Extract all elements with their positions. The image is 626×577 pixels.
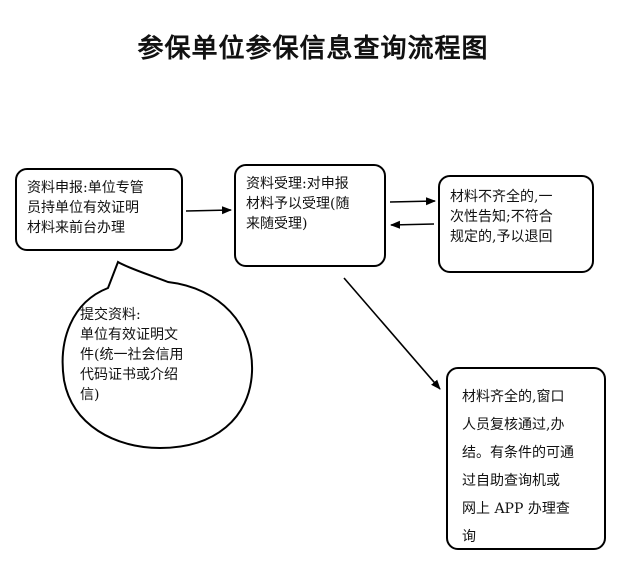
arrow-accept-to-incomplete	[389, 197, 436, 206]
step-complete-line: 过自助查询机或	[462, 473, 560, 489]
step-incomplete-line: 次性告知;不符合	[450, 209, 553, 225]
step-complete-line: 网上 APP 办理查	[462, 501, 570, 517]
note-line: 信)	[80, 387, 100, 403]
step-apply-box: 资料申报:单位专管 员持单位有效证明 材料来前台办理	[15, 168, 183, 251]
step-complete-line: 询	[462, 529, 476, 545]
step-apply-line: 资料申报:单位专管	[27, 180, 144, 196]
arrow-apply-to-accept	[185, 206, 232, 215]
page-title: 参保单位参保信息查询流程图	[137, 34, 489, 64]
step-complete-line: 结。有条件的可通	[462, 445, 574, 461]
step-complete-box: 材料齐全的,窗口 人员复核通过,办 结。有条件的可通 过自助查询机或 网上 AP…	[446, 367, 606, 550]
note-line: 单位有效证明文	[80, 327, 178, 343]
step-accept-line: 材料予以受理(随	[246, 196, 350, 212]
step-incomplete-line: 规定的,予以退回	[450, 229, 553, 245]
step-apply-line: 员持单位有效证明	[27, 200, 139, 216]
arrow-incomplete-to-accept	[390, 220, 435, 229]
step-incomplete-line: 材料不齐全的,一	[450, 189, 553, 205]
step-complete-line: 人员复核通过,办	[462, 417, 565, 433]
note-line: 件(统一社会信用	[80, 347, 184, 363]
step-accept-line: 资料受理:对申报	[246, 176, 349, 192]
step-incomplete-box: 材料不齐全的,一 次性告知;不符合 规定的,予以退回	[438, 175, 594, 273]
step-accept-line: 来随受理)	[246, 216, 308, 232]
speech-bubble	[61, 260, 254, 450]
arrow-accept-to-complete	[343, 277, 441, 390]
note-line: 提交资料:	[80, 307, 141, 323]
submit-materials-note: 提交资料: 单位有效证明文 件(统一社会信用 代码证书或介绍 信)	[80, 305, 220, 405]
step-apply-line: 材料来前台办理	[27, 220, 125, 236]
note-line: 代码证书或介绍	[80, 367, 178, 383]
step-accept-box: 资料受理:对申报 材料予以受理(随 来随受理)	[234, 164, 386, 267]
step-complete-line: 材料齐全的,窗口	[462, 389, 565, 405]
